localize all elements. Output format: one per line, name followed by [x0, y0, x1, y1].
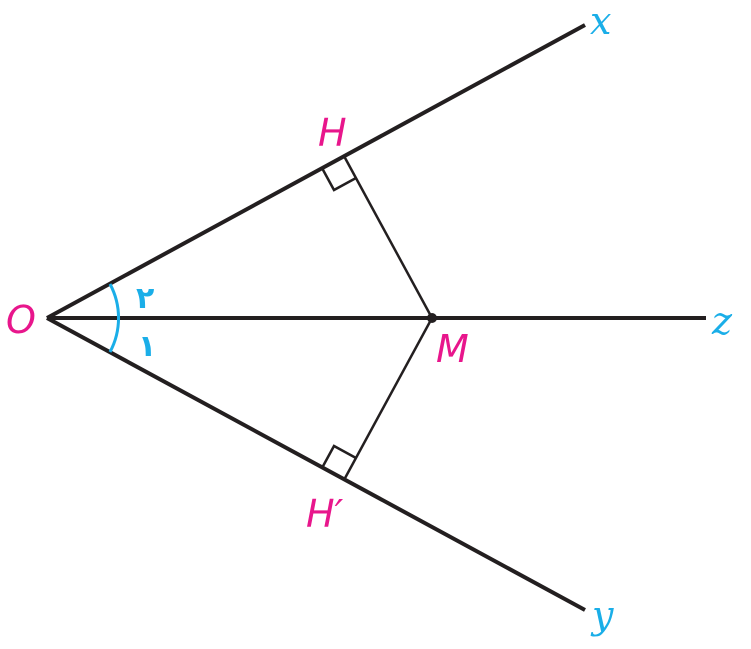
- angle-label-1: ١: [138, 329, 156, 364]
- label-y: y: [590, 593, 614, 637]
- right-angle-mark-h-prime: [320, 444, 357, 469]
- segment-mh: [342, 155, 434, 319]
- label-o: O: [6, 298, 36, 342]
- point-m: [427, 313, 437, 323]
- angle-label-2: ٢: [136, 281, 154, 316]
- label-x: x: [590, 0, 611, 43]
- label-h-prime: H′: [306, 492, 344, 536]
- label-m: M: [436, 327, 469, 371]
- ray-ox: [46, 23, 586, 320]
- right-angle-mark-h: [320, 167, 357, 192]
- label-z: z: [711, 299, 733, 343]
- angle-arc: [108, 283, 120, 353]
- ray-oy: [46, 316, 586, 612]
- label-h: H: [318, 111, 347, 155]
- segment-mh-prime: [342, 317, 434, 481]
